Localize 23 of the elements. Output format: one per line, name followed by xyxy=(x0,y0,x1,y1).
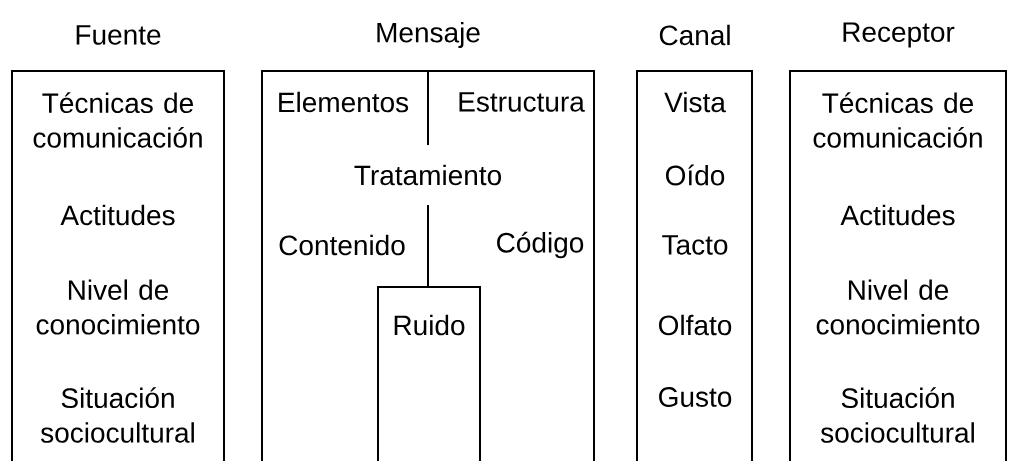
item-label: Técnicas de comunicación xyxy=(813,92,982,148)
item-label: Actitudes xyxy=(60,204,175,226)
item-label: Tratamiento xyxy=(354,164,501,186)
item-label: Nivel de conocimiento xyxy=(36,279,200,335)
item-label: Elementos xyxy=(279,91,409,113)
item-label: Técnicas de comunicación xyxy=(33,92,202,148)
item-label: Contenido xyxy=(279,234,405,256)
item-label: Situación sociocultural xyxy=(820,387,974,443)
item-label: Ruido xyxy=(394,314,465,336)
column-heading: Receptor xyxy=(843,22,955,48)
column-heading: Mensaje xyxy=(377,21,480,49)
item-label: Gusto xyxy=(659,387,732,407)
item-label: Estructura xyxy=(459,92,585,112)
item-label: Actitudes xyxy=(840,204,955,226)
item-label: Nivel de conocimiento xyxy=(816,279,980,335)
item-label: Oído xyxy=(665,164,725,186)
item-label: Situación sociocultural xyxy=(40,387,194,443)
column-heading: Canal xyxy=(659,24,730,46)
item-label: Olfato xyxy=(659,314,732,336)
item-label: Tacto xyxy=(662,235,728,255)
column-heading: Fuente xyxy=(76,25,161,45)
item-label: Vista xyxy=(664,91,726,113)
item-label: Código xyxy=(497,231,584,259)
